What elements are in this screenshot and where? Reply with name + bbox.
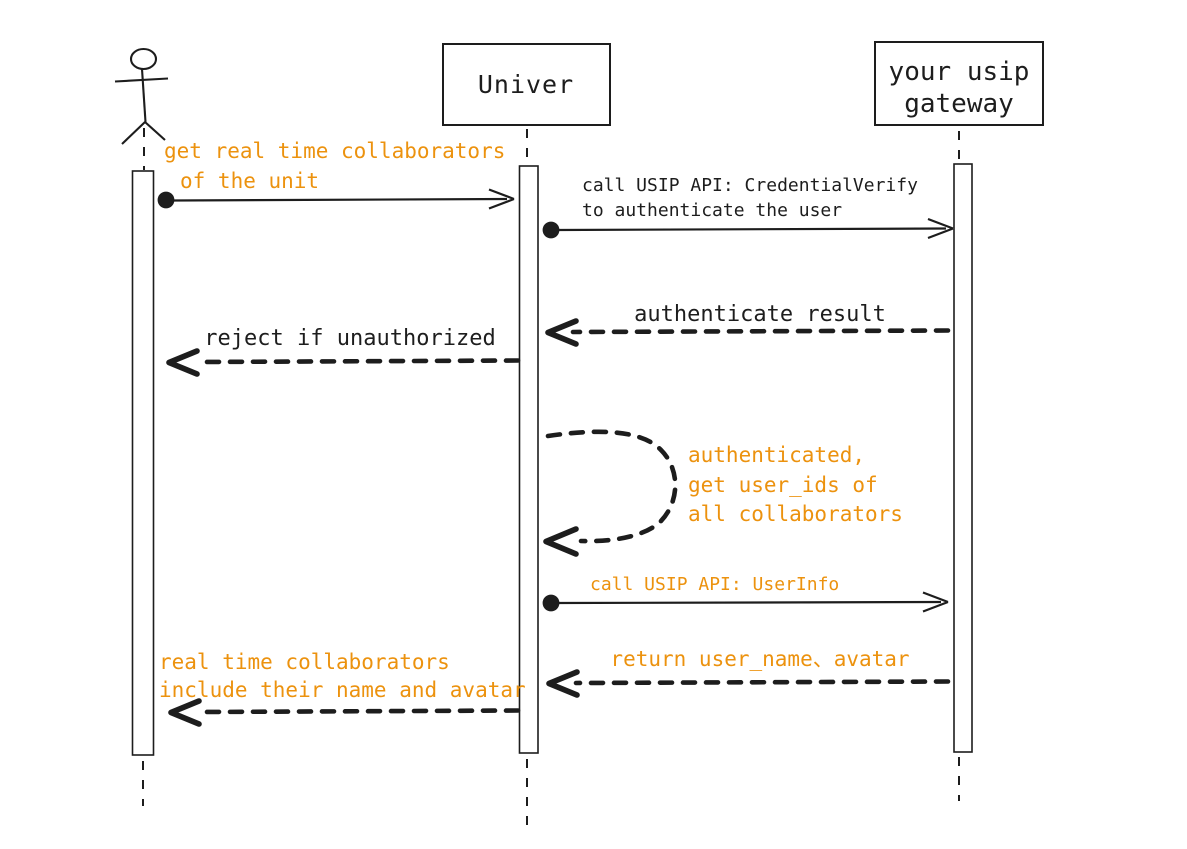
arrowhead-left-icon (168, 698, 202, 727)
participant-gateway: your usip gateway (874, 41, 1044, 126)
message-reject-if-unauthorized: reject if unauthorized (166, 326, 521, 377)
actor-arms (114, 77, 169, 83)
participant-gateway-box (874, 41, 1044, 126)
message-get-real-time-collaborators: get real time collaborators of the unit (157, 139, 515, 210)
actor-user (114, 47, 169, 145)
actor-body (140, 68, 147, 123)
participant-gateway-label-line2: gateway (904, 89, 1014, 119)
message-line (573, 679, 951, 686)
participant-univer-label: Univer (478, 70, 574, 99)
message-return-user-name-avatar: return user_name、avatar (546, 647, 951, 698)
message-line (172, 197, 508, 202)
message-line (557, 227, 947, 232)
message-line (196, 358, 521, 365)
participant-univer: Univer (442, 43, 611, 126)
message-line (198, 708, 521, 715)
arrowhead-right-icon (927, 217, 954, 240)
message-label: include their name and avatar (159, 678, 526, 702)
message-label: reject if unauthorized (204, 326, 495, 351)
message-label: return user_name、avatar (610, 647, 909, 671)
message-authenticate-result: authenticate result (545, 302, 951, 347)
activation-bar-gateway (953, 163, 973, 753)
arrowhead-right-icon (488, 188, 515, 210)
actor-right-leg (144, 121, 166, 141)
activation-bar-user (131, 170, 155, 756)
message-label: of the unit (180, 169, 319, 193)
message-call-userinfo: call USIP API: UserInfo (542, 574, 949, 613)
message-label: authenticated, (688, 443, 865, 467)
participant-gateway-label-line1: your usip (889, 57, 1030, 87)
message-start-dot (542, 594, 560, 612)
message-start-dot (157, 191, 175, 209)
message-line (557, 600, 942, 605)
arrowhead-left-icon (545, 318, 579, 347)
message-label: authenticate result (634, 302, 886, 327)
message-label: real time collaborators (159, 650, 450, 674)
message-label: call USIP API: UserInfo (590, 574, 839, 595)
self-loop-line (545, 429, 678, 544)
arrowhead-left-icon (546, 669, 580, 698)
message-label: get real time collaborators (164, 139, 505, 163)
participant-univer-box (442, 43, 611, 126)
message-real-time-collaborators-result: real time collaborators include their na… (159, 650, 526, 727)
arrowhead-left-icon (166, 348, 200, 377)
message-label: all collaborators (688, 502, 903, 526)
message-start-dot (542, 221, 560, 239)
message-call-credentialverify: call USIP API: CredentialVerify to authe… (542, 175, 954, 240)
actor-head (129, 47, 158, 71)
actor-left-leg (121, 121, 146, 145)
message-label: call USIP API: CredentialVerify (582, 175, 918, 196)
message-label: to authenticate the user (582, 200, 842, 221)
arrowhead-left-icon (543, 526, 579, 557)
arrowhead-right-icon (922, 591, 949, 613)
message-self-loop-get-user-ids: authenticated, get user_ids of all colla… (543, 429, 903, 557)
message-label: get user_ids of (688, 473, 878, 497)
message-line (570, 328, 951, 335)
activation-bar-univer (518, 165, 539, 754)
